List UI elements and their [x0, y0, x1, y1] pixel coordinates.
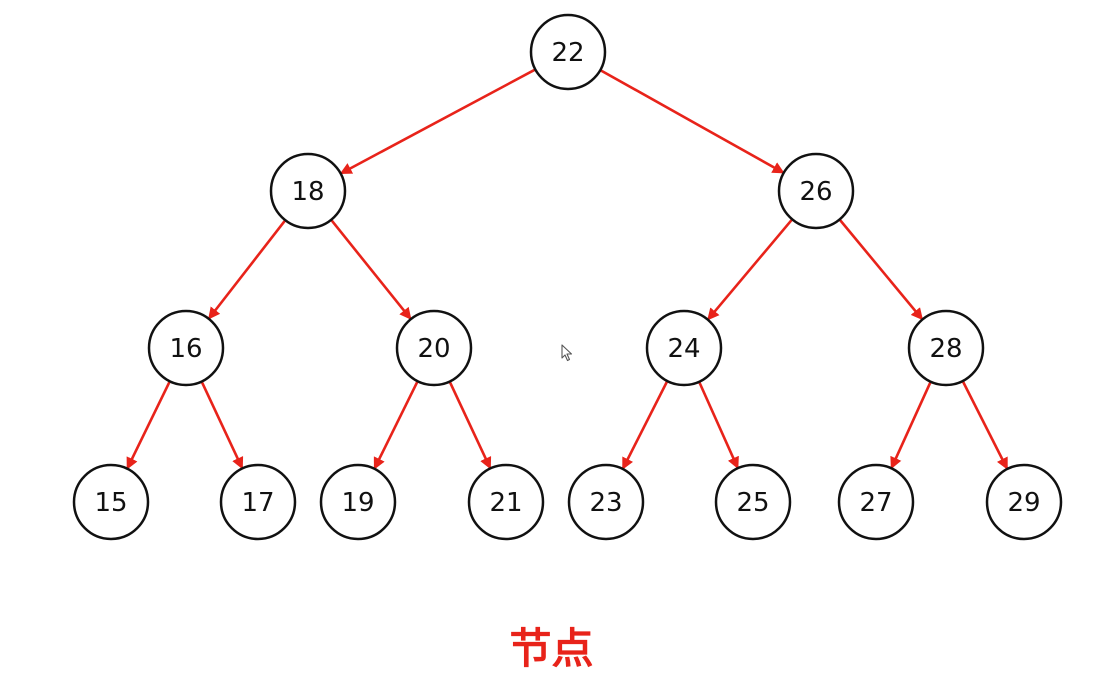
node-circle [645, 309, 723, 387]
edge-18-20 [330, 219, 412, 320]
node-circle [567, 463, 645, 541]
node-circle [219, 463, 297, 541]
tree-node-29: 29 [985, 463, 1063, 541]
edge-26-24 [707, 218, 794, 321]
node-label: 19 [341, 488, 374, 518]
tree-node-17: 17 [219, 463, 297, 541]
node-circle [837, 463, 915, 541]
edge-24-25 [697, 381, 739, 470]
edge-20-19 [373, 380, 419, 470]
node-label: 27 [859, 488, 892, 518]
edge-20-21 [448, 380, 492, 470]
tree-node-15: 15 [72, 463, 150, 541]
node-circle [907, 309, 985, 387]
node-circle [395, 309, 473, 387]
tree-node-25: 25 [714, 463, 792, 541]
edge-28-27 [890, 381, 932, 470]
node-label: 21 [489, 488, 522, 518]
edge-22-26 [599, 68, 785, 174]
node-label: 18 [291, 177, 324, 207]
node-circle [72, 463, 150, 541]
mouse-pointer-icon [561, 344, 573, 362]
edge-26-28 [838, 218, 924, 321]
tree-node-20: 20 [395, 309, 473, 387]
node-circle [147, 309, 225, 387]
tree-node-21: 21 [467, 463, 545, 541]
caption-title: 节点 [509, 624, 594, 673]
node-circle [467, 463, 545, 541]
tree-node-28: 28 [907, 309, 985, 387]
node-circle [529, 13, 607, 91]
edge-16-15 [126, 380, 171, 470]
node-label: 16 [169, 334, 202, 364]
edge-16-17 [200, 380, 244, 470]
nodes-layer: 22 18 26 16 20 24 28 15 17 19 21 23 25 27 29 [72, 13, 1063, 541]
edge-22-18 [339, 68, 536, 175]
tree-node-16: 16 [147, 309, 225, 387]
edge-28-29 [961, 380, 1008, 470]
node-label: 20 [417, 334, 450, 364]
node-label: 26 [799, 177, 832, 207]
node-circle [985, 463, 1063, 541]
tree-node-18: 18 [269, 152, 347, 230]
tree-node-19: 19 [319, 463, 397, 541]
edge-18-16 [208, 219, 287, 320]
tree-node-23: 23 [567, 463, 645, 541]
node-circle [777, 152, 855, 230]
tree-node-27: 27 [837, 463, 915, 541]
node-label: 17 [241, 488, 274, 518]
node-label: 28 [929, 334, 962, 364]
edge-24-23 [622, 380, 669, 470]
edges-layer [126, 68, 1008, 470]
node-label: 25 [736, 488, 769, 518]
node-label: 15 [94, 488, 127, 518]
node-label: 23 [589, 488, 622, 518]
tree-node-24: 24 [645, 309, 723, 387]
node-circle [319, 463, 397, 541]
node-label: 29 [1007, 488, 1040, 518]
node-label: 24 [667, 334, 700, 364]
node-circle [714, 463, 792, 541]
tree-node-22: 22 [529, 13, 607, 91]
tree-node-26: 26 [777, 152, 855, 230]
node-circle [269, 152, 347, 230]
node-label: 22 [551, 38, 584, 68]
